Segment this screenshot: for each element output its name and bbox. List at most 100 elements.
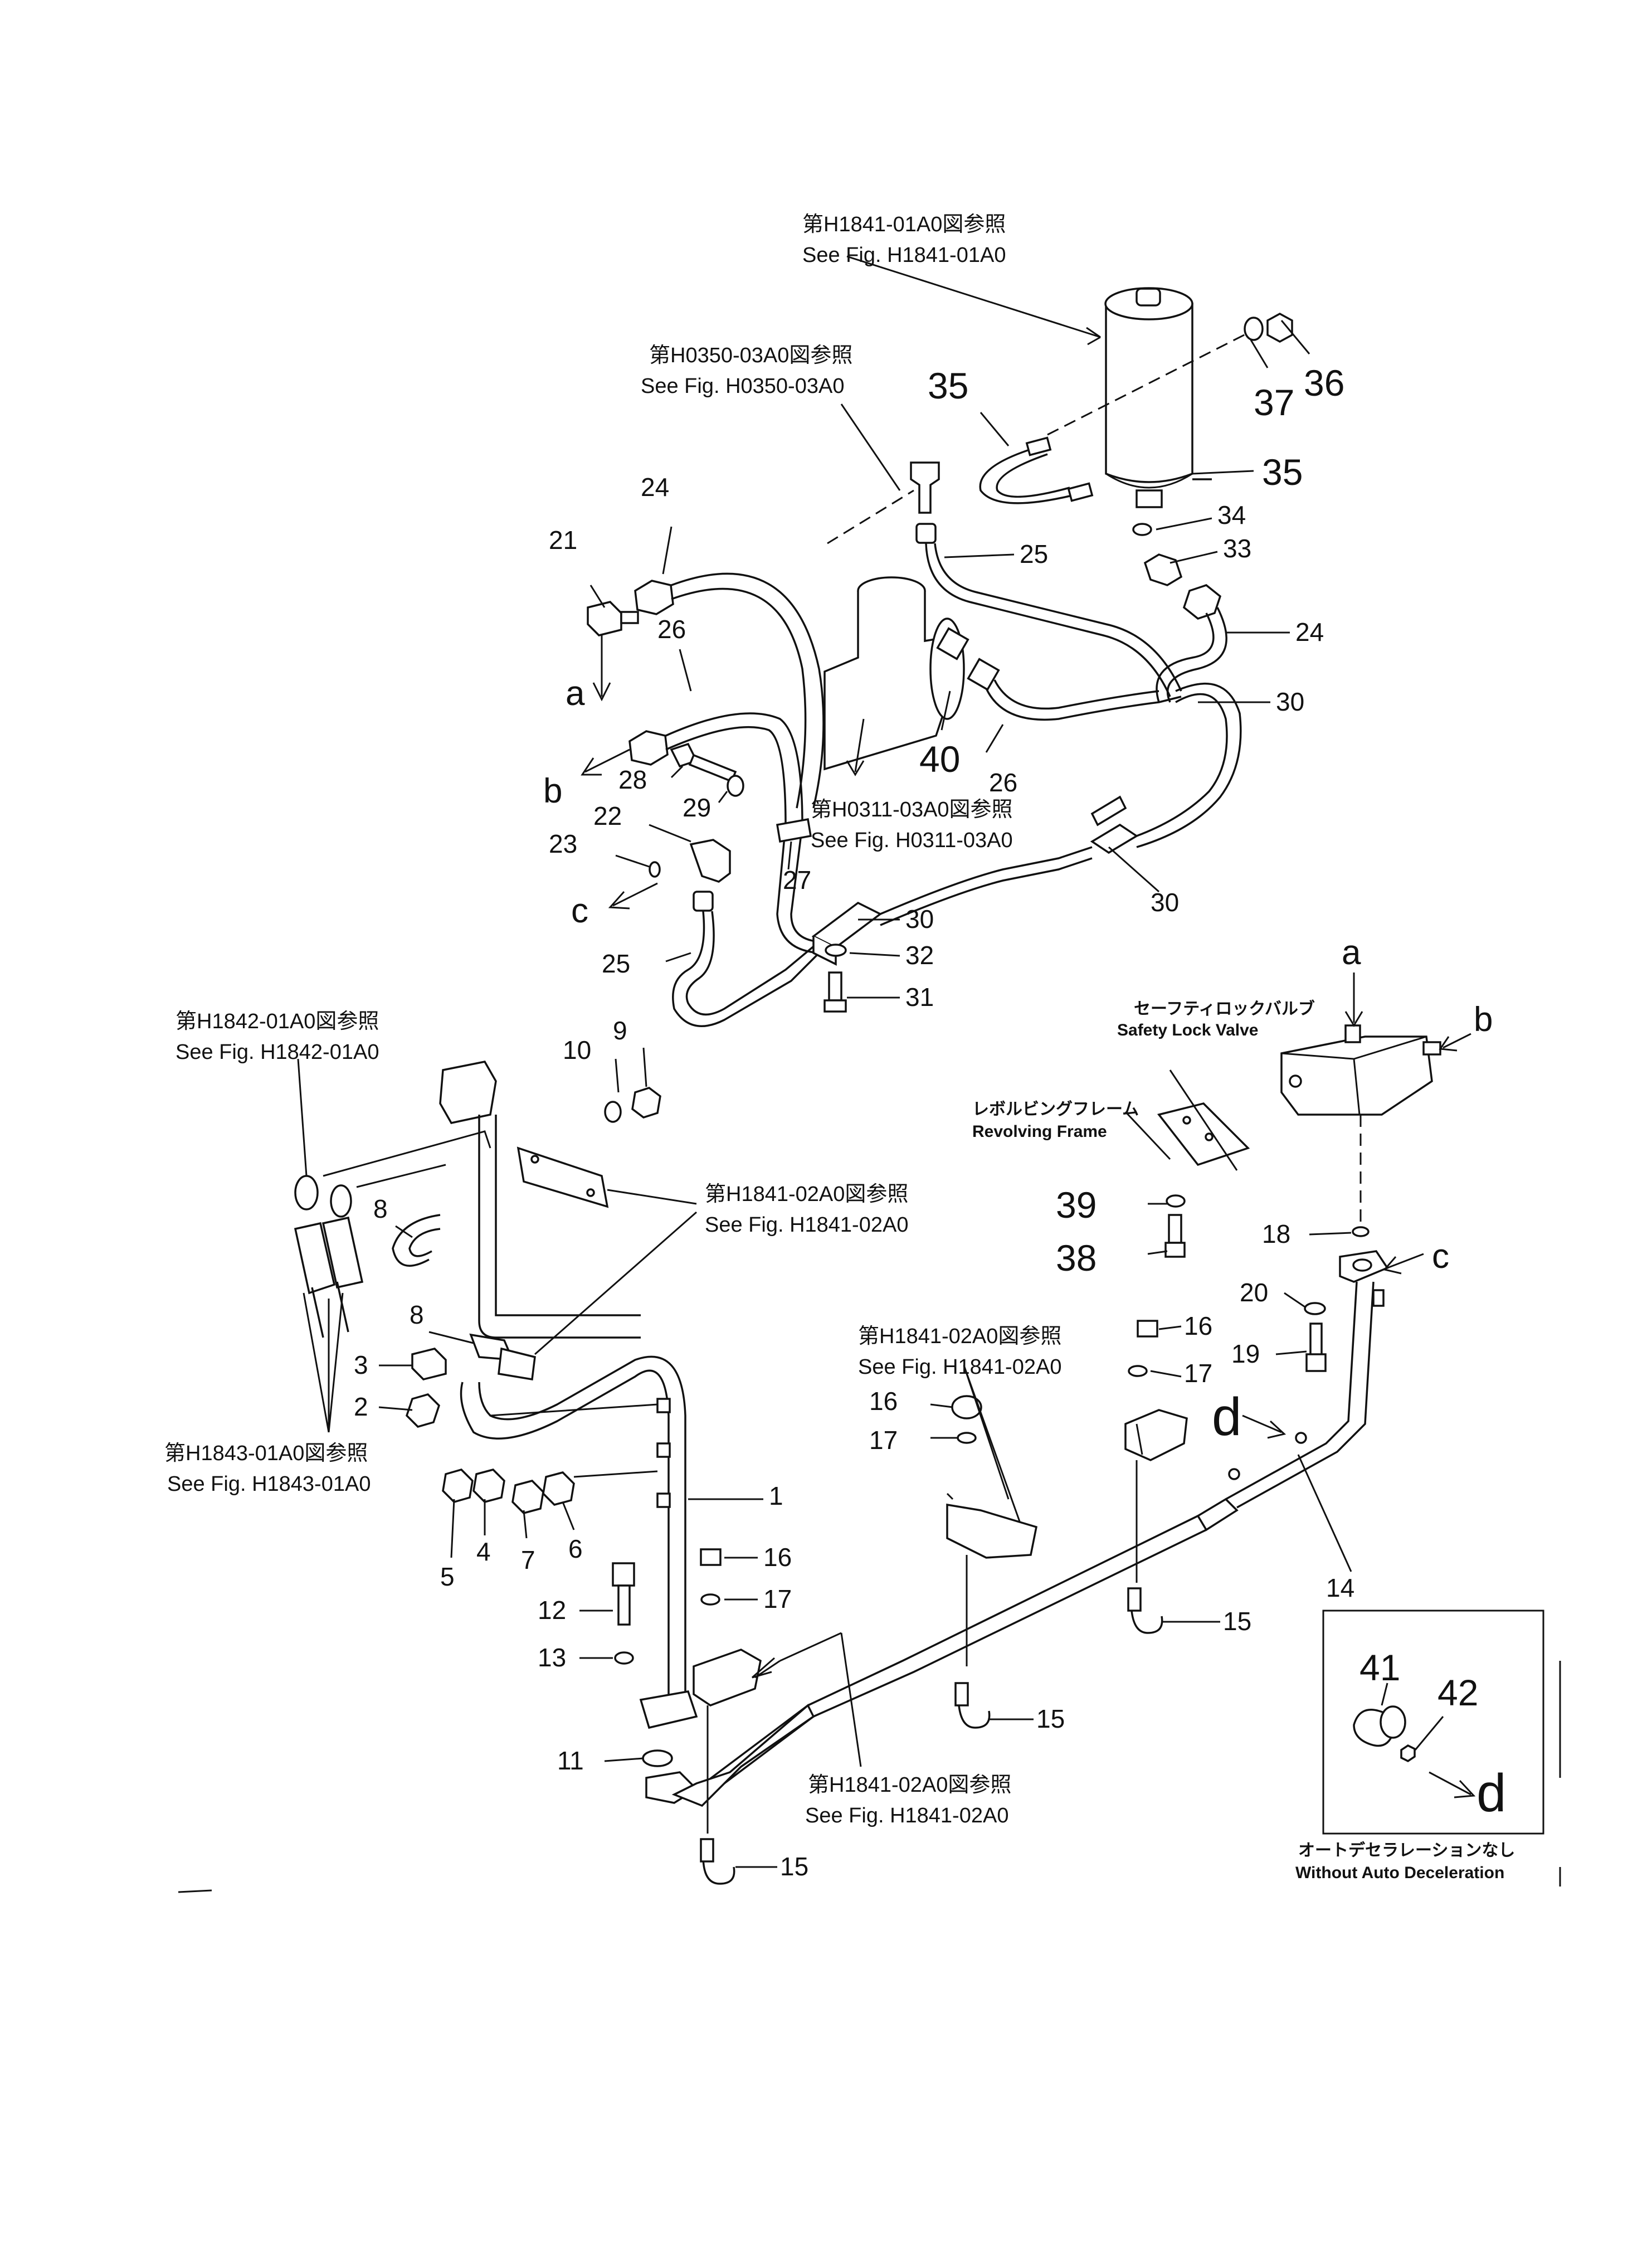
hose-26-right	[985, 679, 1182, 721]
bolt-19	[1304, 1302, 1327, 1372]
part-number: 8	[410, 1300, 424, 1329]
part-number: 15	[1036, 1704, 1065, 1733]
clamp-8	[469, 1333, 536, 1381]
part-number: 17	[763, 1584, 792, 1613]
connection-a-right: a	[1342, 933, 1361, 972]
part-number: 28	[618, 765, 647, 794]
connection-b-left: b	[543, 772, 562, 810]
part-number: 29	[683, 793, 711, 822]
ref-text-en: See Fig. H0311-03A0	[811, 829, 1013, 852]
tee-fitting	[827, 461, 940, 544]
part-number: 17	[869, 1426, 898, 1455]
bolt-31	[823, 944, 847, 1013]
part-number: 25	[1020, 539, 1048, 568]
part-number: 15	[1223, 1607, 1251, 1636]
ref-h1843-01a0: 第H1843-01A0図参照 See Fig. H1843-01A0	[164, 1442, 371, 1496]
central-motor-block	[823, 576, 1000, 771]
hose-24-right	[1132, 523, 1227, 703]
revolving-frame-label: レボルビングフレーム Revolving Frame	[972, 1100, 1139, 1141]
part-number: 36	[1304, 362, 1344, 403]
part-number: 14	[1326, 1573, 1354, 1602]
bolt-12	[612, 1562, 635, 1665]
bolt-38	[1164, 1194, 1186, 1258]
ref-text-jp: 第H0350-03A0図参照	[649, 344, 852, 367]
part-number: 23	[549, 829, 577, 858]
ref-h1842-01a0: 第H1842-01A0図参照 See Fig. H1842-01A0	[176, 1010, 379, 1064]
part-numbers: 1 2 3 4 5 6 7 8 8 9 10 11 12 13 14 15 15…	[354, 362, 1478, 1881]
part-number: 16	[1184, 1311, 1212, 1340]
part-number: 2	[354, 1392, 368, 1421]
part-number: 34	[1217, 500, 1246, 529]
ref-text-jp: 第H0311-03A0図参照	[811, 798, 1013, 821]
accumulator-fittings	[1047, 313, 1293, 436]
part-number: 38	[1056, 1237, 1097, 1278]
part-number: 11	[557, 1746, 584, 1775]
ref-text-jp: 第H1841-02A0図参照	[808, 1773, 1011, 1797]
ref-text-jp: 第H1841-02A0図参照	[858, 1325, 1061, 1348]
part-number: 42	[1437, 1672, 1478, 1713]
part-number: 16	[763, 1543, 792, 1572]
part-number: 10	[563, 1035, 591, 1064]
hose-35	[979, 436, 1212, 504]
bottom-pipe	[645, 1704, 815, 1807]
left-fittings	[405, 1348, 575, 1514]
part-number: 7	[521, 1545, 535, 1574]
clamp-27	[776, 818, 812, 843]
safety-lock-valve-label: セーフティロックバルブ Safety Lock Valve	[1117, 999, 1315, 1039]
hose-24-left	[634, 572, 825, 809]
elbow-21	[587, 601, 639, 636]
part-number: 20	[1240, 1278, 1268, 1307]
connection-c-left: c	[571, 892, 588, 930]
part-number: 19	[1231, 1339, 1260, 1368]
leaders	[178, 255, 1561, 1893]
label-jp: オートデセラレーションなし	[1298, 1841, 1515, 1860]
connection-d-pipe: d	[1212, 1387, 1241, 1447]
connection-a-left: a	[566, 674, 585, 713]
ref-text-en: See Fig. H1843-01A0	[167, 1472, 371, 1496]
ref-text-jp: 第H1841-02A0図参照	[705, 1183, 908, 1206]
part-number: 4	[476, 1537, 491, 1566]
bracket-lower	[693, 1548, 762, 1885]
part-number: 35	[928, 365, 968, 406]
part-number: 22	[593, 801, 622, 830]
revolving-frame	[1124, 1069, 1250, 1171]
part-number: 33	[1223, 534, 1251, 563]
left-plate	[516, 1087, 661, 1208]
ref-text-en: See Fig. H1842-01A0	[176, 1041, 379, 1064]
part-number: 21	[549, 526, 577, 555]
part-number: 25	[602, 949, 630, 978]
part-number: 41	[1359, 1647, 1400, 1688]
part-number: 3	[354, 1350, 368, 1379]
hose-8	[392, 1214, 441, 1267]
part-number: 5	[440, 1562, 455, 1591]
ref-text-jp: 第H1843-01A0図参照	[164, 1442, 368, 1465]
part-number: 8	[373, 1194, 388, 1223]
part-number: 6	[568, 1534, 583, 1563]
hose-25-upper	[915, 523, 1182, 697]
part-number: 30	[905, 905, 934, 933]
part-number: 18	[1262, 1219, 1290, 1248]
part-number: 32	[905, 941, 934, 970]
bracket-right	[1124, 1320, 1188, 1634]
inset-box	[1322, 1610, 1561, 1835]
part-number: 12	[538, 1596, 566, 1625]
ref-text-en: See Fig. H1841-02A0	[705, 1213, 908, 1237]
pipe-1	[439, 1061, 698, 1767]
ref-h1841-02a0-mid: 第H1841-02A0図参照 See Fig. H1841-02A0	[858, 1325, 1061, 1379]
part-number: 27	[783, 866, 811, 894]
left-hoses	[294, 1130, 491, 1338]
connection-b-right: b	[1474, 1000, 1493, 1039]
part-number: 24	[641, 473, 669, 502]
part-number: 30	[1151, 888, 1179, 917]
flange-c	[1339, 1115, 1389, 1283]
ref-text-jp: 第H1842-01A0図参照	[176, 1010, 379, 1033]
pipe-14	[807, 1281, 1385, 1718]
accumulator	[1104, 287, 1193, 508]
ref-text-en: See Fig. H1841-02A0	[805, 1804, 1008, 1827]
part-number: 13	[538, 1643, 566, 1672]
bracket-middle	[946, 1395, 1038, 1729]
ref-h1841-01a0: 第H1841-01A0図参照 See Fig. H1841-01A0	[802, 213, 1006, 267]
label-jp: レボルビングフレーム	[972, 1100, 1139, 1119]
part-number: 26	[657, 615, 686, 644]
label-en: Revolving Frame	[972, 1122, 1107, 1141]
